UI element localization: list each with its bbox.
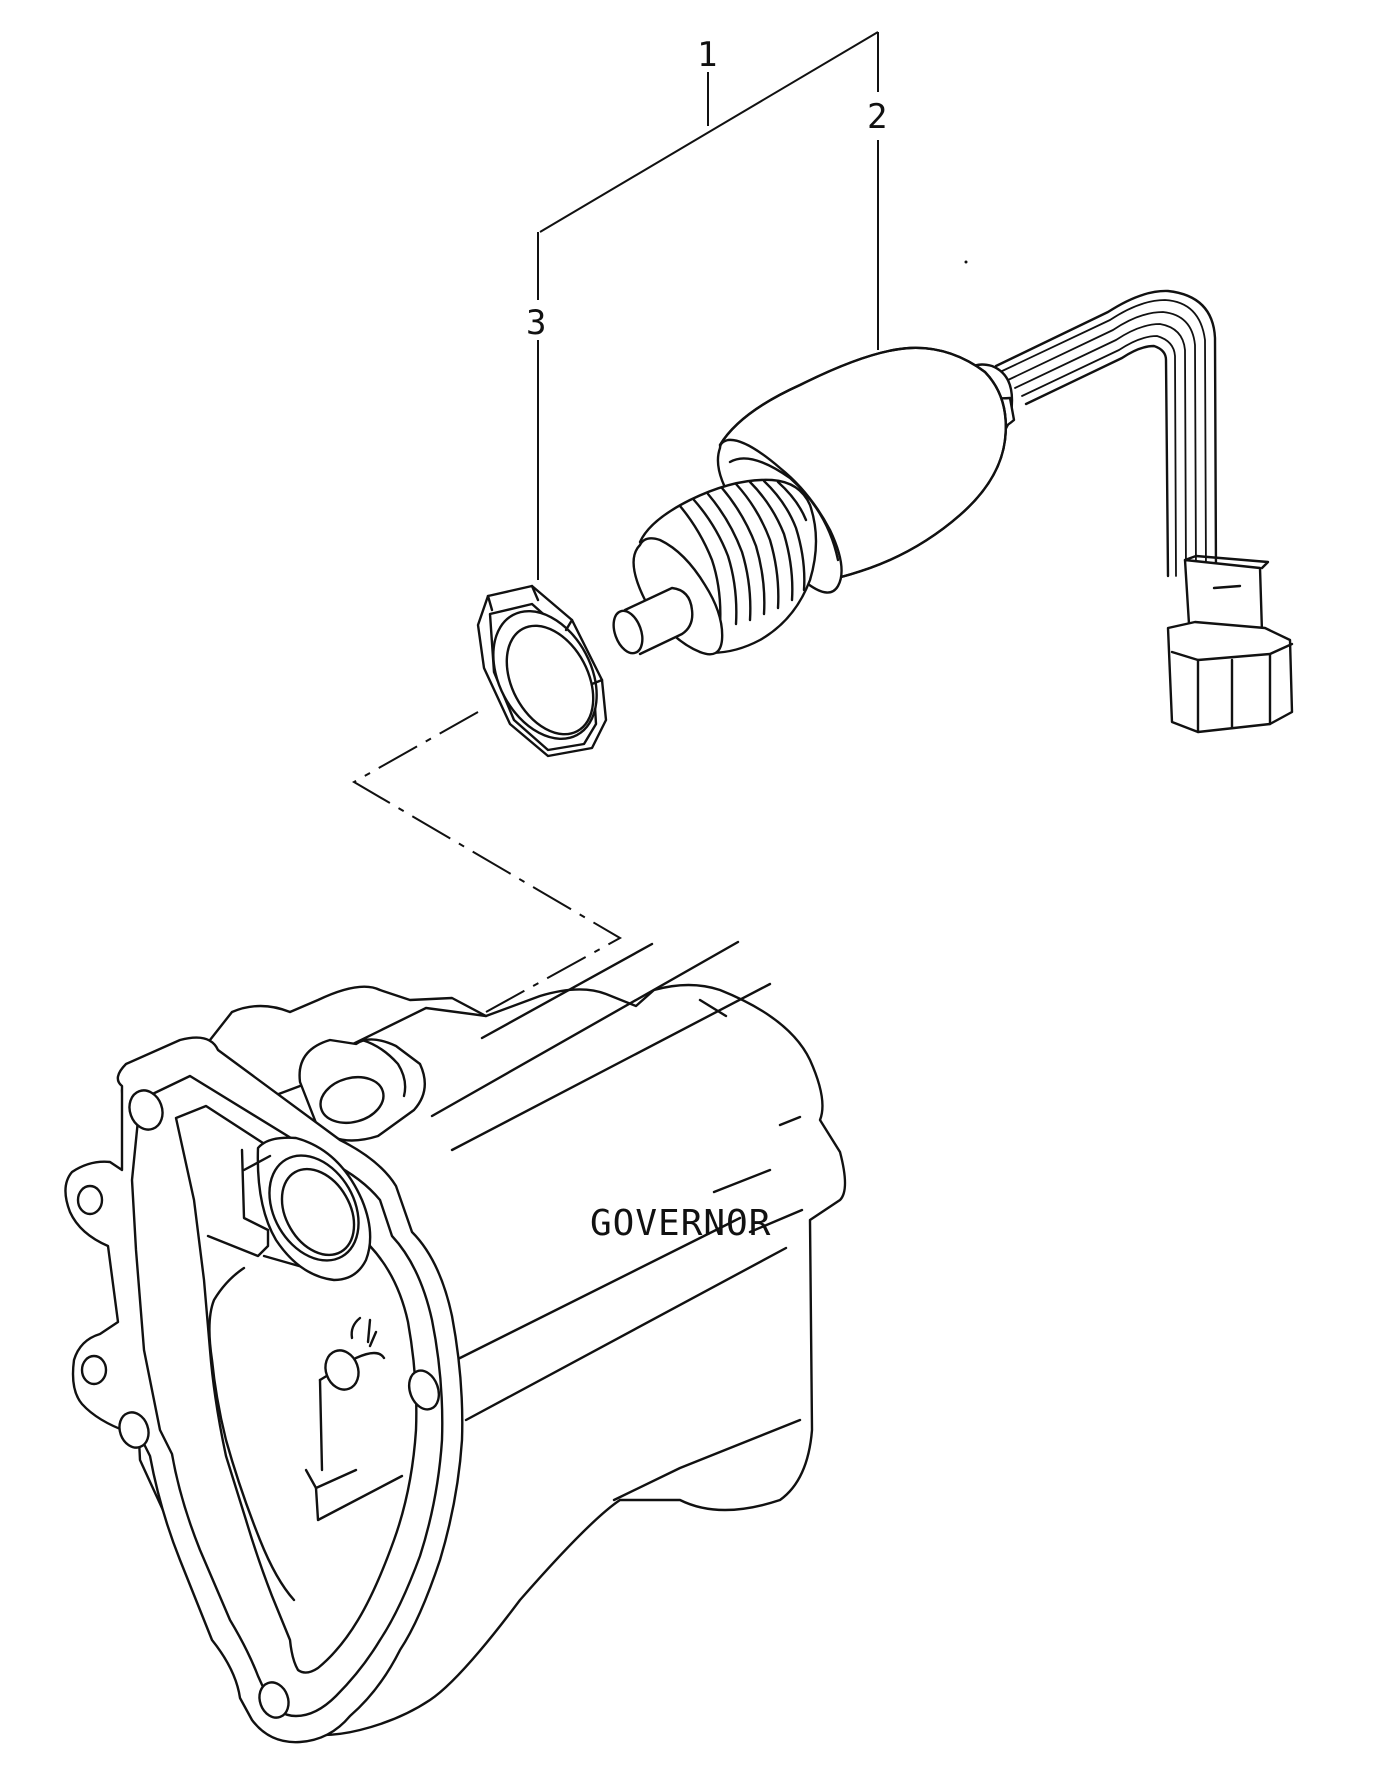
assembly-center-line: [351, 711, 623, 1013]
housing-solenoid-port: [242, 1136, 372, 1282]
solenoid-assembly: [612, 289, 1294, 734]
housing-top-boss: [266, 1038, 426, 1142]
wire-harness: [994, 289, 1218, 578]
callout-2: 2: [867, 97, 887, 137]
solenoid-plunger: [612, 586, 694, 656]
wire-connector: [1166, 554, 1294, 734]
governor-label: GOVERNOR: [590, 1203, 771, 1244]
hex-nut: [476, 584, 608, 758]
callout-leaders: [537, 31, 879, 580]
governor-housing: [64, 940, 847, 1744]
stray-dot: [964, 260, 968, 264]
callout-1: 1: [697, 35, 717, 75]
flange-bolt-holes: [76, 1089, 441, 1719]
callout-3: 3: [526, 303, 546, 343]
